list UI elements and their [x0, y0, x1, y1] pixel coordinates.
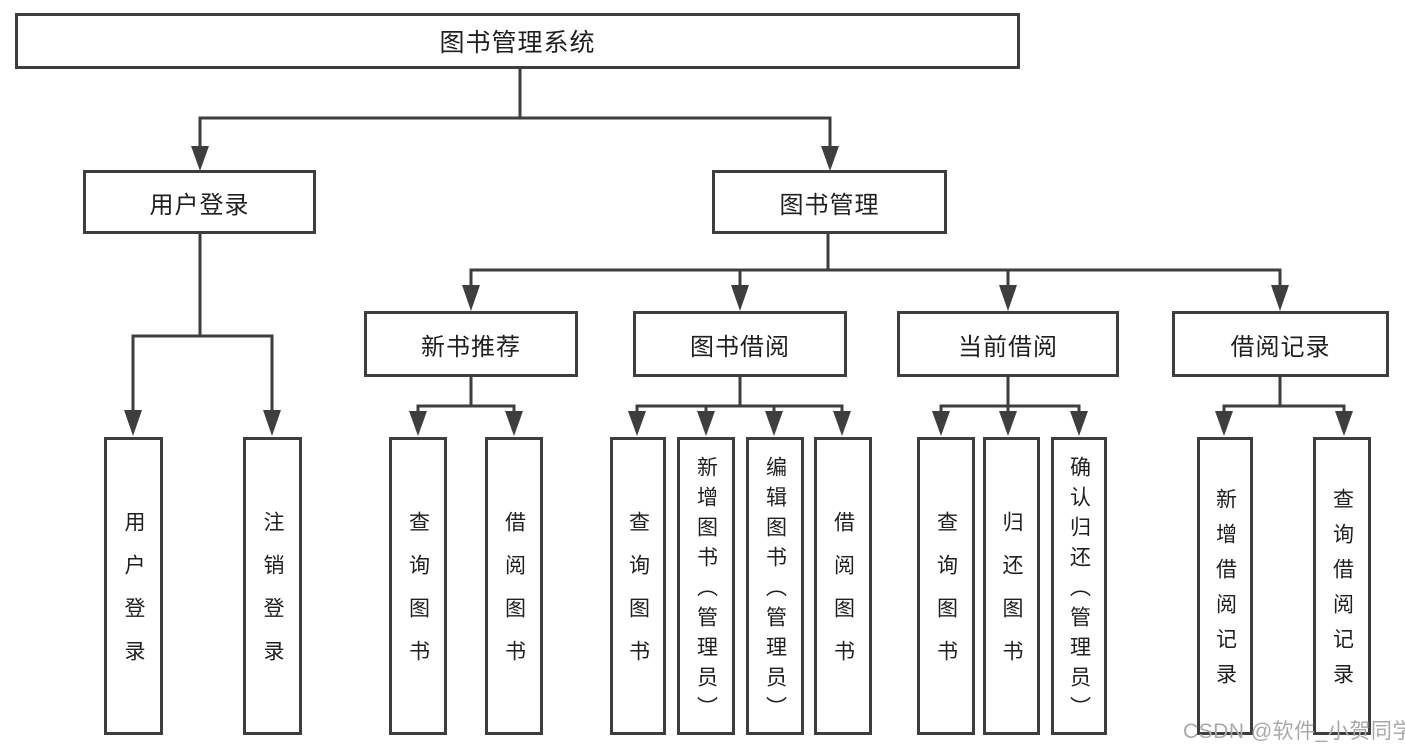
connector-user-login-to-leaves	[124, 232, 281, 436]
node-current-borrow: 当前借阅	[897, 311, 1119, 377]
leaf-bookborrow-query-book: 查询图书	[610, 437, 666, 735]
leaf-currentborrow-return-book: 归还图书	[983, 437, 1040, 735]
node-root-label: 图书管理系统	[439, 29, 596, 57]
leaf-currentborrow-query-book-label: 查询图书	[934, 511, 958, 683]
leaf-bookborrow-borrow-book-label: 借阅图书	[831, 511, 855, 683]
node-current-borrow-label: 当前借阅	[958, 333, 1058, 361]
leaf-currentborrow-confirm-return-admin: 确认归还（管理员）	[1051, 437, 1107, 735]
leaf-newbook-borrow-book-label: 借阅图书	[502, 511, 526, 683]
node-user-login-label: 用户登录	[149, 191, 250, 219]
leaf-currentborrow-query-book: 查询图书	[917, 437, 975, 735]
leaf-newbook-query-book: 查询图书	[389, 437, 447, 735]
leaf-user-login: 用户登录	[104, 437, 163, 735]
node-borrow-record: 借阅记录	[1172, 311, 1389, 377]
node-new-book: 新书推荐	[364, 311, 578, 377]
node-new-book-label: 新书推荐	[421, 333, 521, 361]
watermark: CSDN @软件_小贺同学	[1183, 720, 1405, 743]
leaf-logout-label: 注销登录	[261, 511, 284, 683]
leaf-bookborrow-edit-book-admin: 编辑图书（管理员）	[746, 437, 804, 735]
leaf-record-add-borrow-record: 新增借阅记录	[1197, 437, 1253, 735]
connector-book-mgmt-to-level3	[462, 232, 1289, 311]
leaf-newbook-borrow-book: 借阅图书	[485, 437, 543, 735]
leaf-bookborrow-add-book-admin-label: 新增图书（管理员）	[694, 455, 718, 726]
connector-new-book-to-leaves	[409, 374, 523, 436]
node-root: 图书管理系统	[15, 13, 1020, 69]
node-book-borrow: 图书借阅	[633, 311, 847, 377]
node-book-borrow-label: 图书借阅	[690, 333, 790, 361]
node-book-mgmt-label: 图书管理	[779, 191, 880, 219]
connector-root-to-level2	[191, 66, 839, 171]
leaf-newbook-query-book-label: 查询图书	[406, 511, 430, 683]
node-borrow-record-label: 借阅记录	[1230, 333, 1331, 361]
leaf-record-query-borrow-record: 查询借阅记录	[1313, 437, 1371, 735]
node-book-mgmt: 图书管理	[712, 170, 947, 234]
connector-current-borrow-to-leaves	[932, 374, 1088, 436]
leaf-bookborrow-add-book-admin: 新增图书（管理员）	[677, 437, 735, 735]
leaf-bookborrow-query-book-label: 查询图书	[626, 511, 650, 683]
connector-book-borrow-to-leaves	[628, 374, 851, 436]
leaf-record-add-borrow-record-label: 新增借阅记录	[1213, 488, 1237, 698]
leaf-currentborrow-confirm-return-admin-label: 确认归还（管理员）	[1067, 455, 1091, 726]
node-user-login: 用户登录	[83, 170, 316, 234]
connector-borrow-record-to-leaves	[1215, 374, 1353, 436]
leaf-currentborrow-return-book-label: 归还图书	[1000, 511, 1023, 683]
leaf-bookborrow-borrow-book: 借阅图书	[814, 437, 872, 735]
leaf-record-query-borrow-record-label: 查询借阅记录	[1330, 488, 1354, 698]
leaf-user-login-label: 用户登录	[122, 511, 145, 683]
leaf-bookborrow-edit-book-admin-label: 编辑图书（管理员）	[763, 455, 787, 726]
leaf-logout: 注销登录	[243, 437, 302, 735]
